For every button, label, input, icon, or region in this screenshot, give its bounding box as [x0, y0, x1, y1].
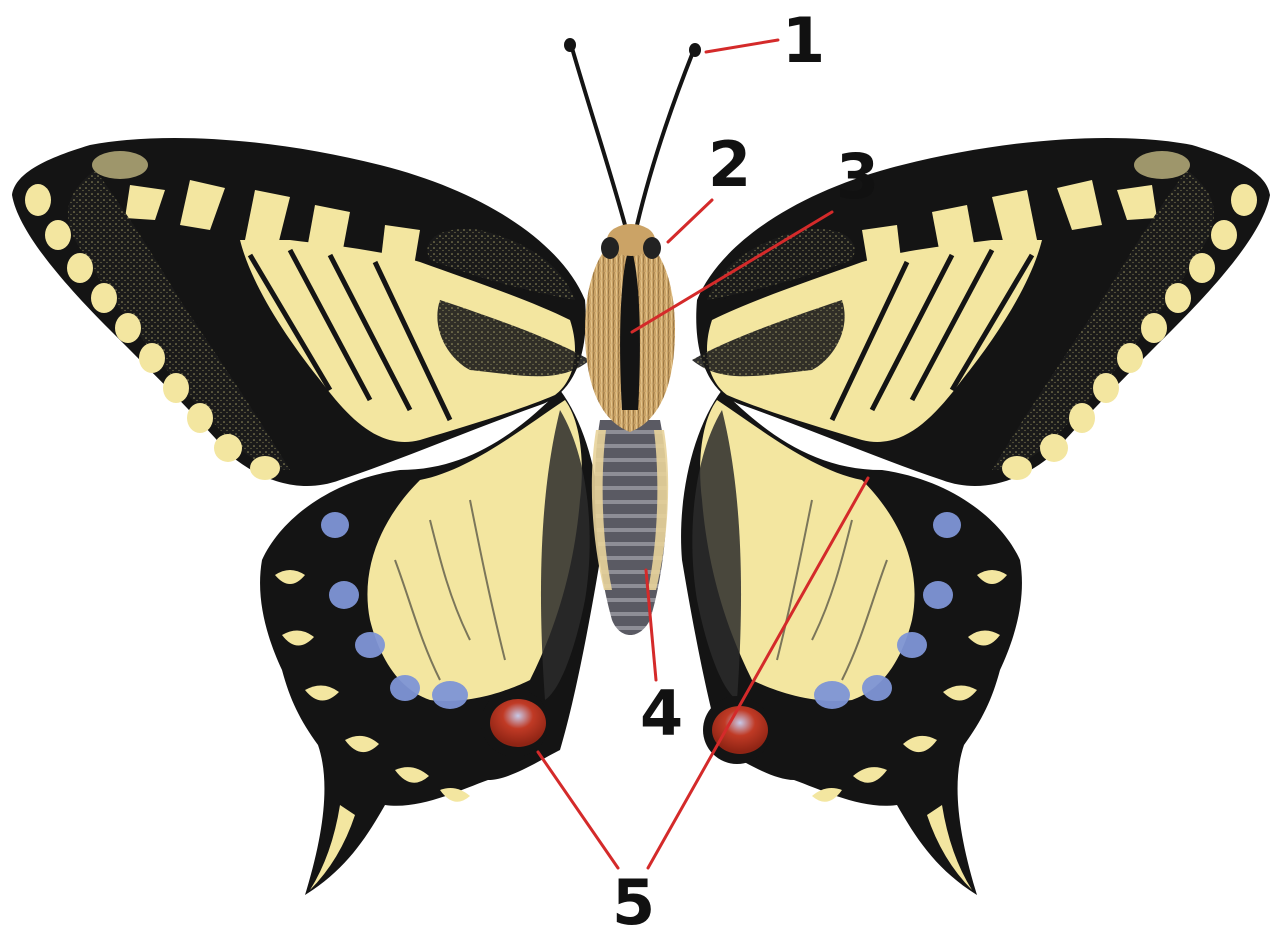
antennae [564, 38, 701, 225]
right-forewing [692, 138, 1270, 486]
left-eyespot [481, 689, 549, 757]
left-forewing [12, 138, 590, 486]
label-1: 1 [782, 4, 825, 77]
leader-line-2 [668, 200, 712, 242]
right-wings [681, 138, 1270, 895]
leader-line-1 [706, 40, 778, 52]
label-2: 2 [708, 128, 751, 201]
label-5: 5 [612, 866, 655, 930]
compound-eye [601, 237, 619, 259]
leader-line-5-left [538, 752, 618, 868]
abdomen [595, 420, 667, 635]
label-4: 4 [640, 677, 683, 750]
left-wings [12, 138, 601, 895]
label-3: 3 [836, 140, 879, 213]
